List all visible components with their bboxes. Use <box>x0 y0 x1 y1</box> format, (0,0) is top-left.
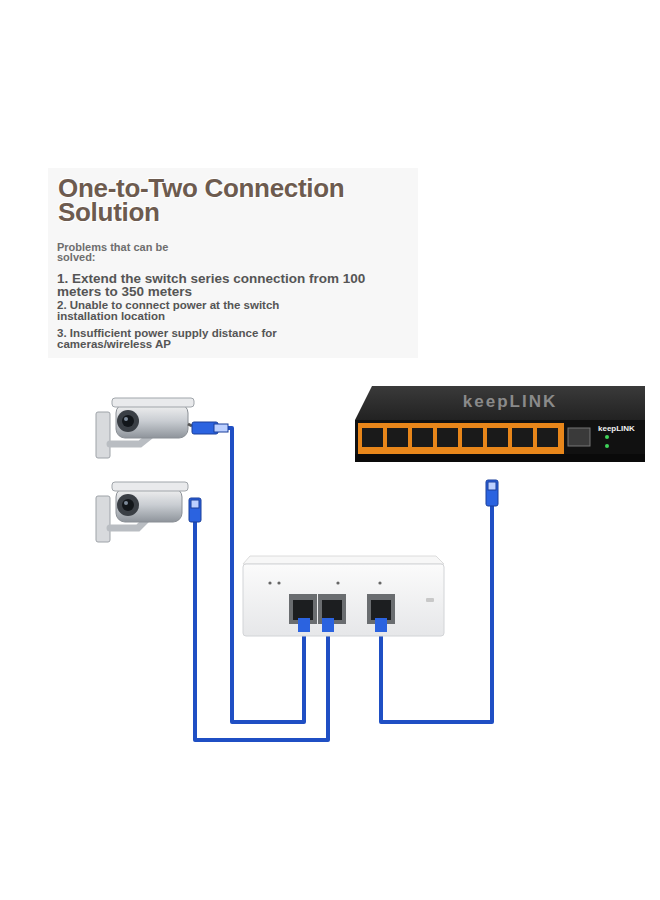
problem-item: 1. Extend the switch series connection f… <box>57 272 369 298</box>
problem-item: 3. Insufficient power supply distance fo… <box>57 328 312 350</box>
camera-1 <box>96 398 228 458</box>
network-switch <box>355 386 645 462</box>
network-cables <box>195 428 492 740</box>
heading-panel <box>48 168 418 358</box>
switch-plug <box>486 480 498 506</box>
problem-item: 2. Unable to connect power at the switch… <box>57 300 289 322</box>
device-brand: keepLINK <box>463 393 557 412</box>
camera-2 <box>96 482 201 542</box>
diagram-title: One-to-Two Connection Solution <box>58 176 408 224</box>
switch-plug-tip <box>488 482 496 490</box>
poe-splitter <box>243 556 444 636</box>
brand-mark: keepLINK <box>598 424 644 433</box>
problems-heading: Problems that can be solved: <box>57 242 175 262</box>
switch-top-panel: keepLINK <box>390 390 630 415</box>
